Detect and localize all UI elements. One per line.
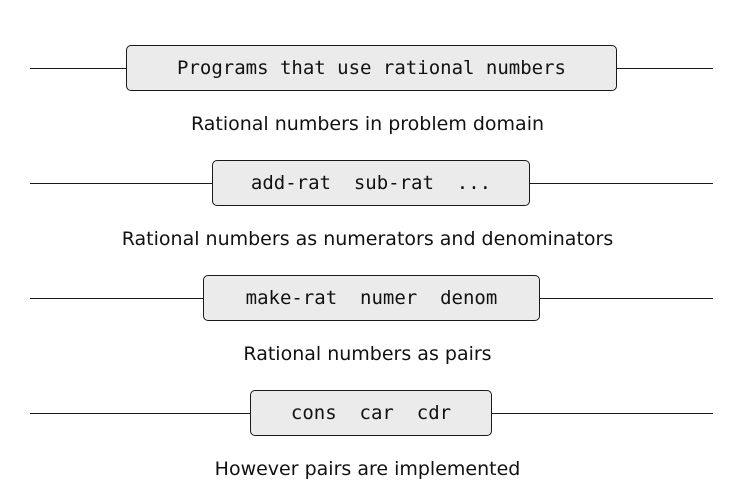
layer-caption: Rational numbers in problem domain xyxy=(190,113,545,135)
procedure-box: make-rat numer denom xyxy=(203,275,540,321)
layer-caption: Rational numbers as pairs xyxy=(243,343,492,365)
procedure-box: cons car cdr xyxy=(250,390,492,436)
layer-caption: However pairs are implemented xyxy=(214,458,521,480)
procedure-box: add-rat sub-rat ... xyxy=(212,160,530,206)
procedure-box: Programs that use rational numbers xyxy=(126,45,617,91)
layer-caption: Rational numbers as numerators and denom… xyxy=(121,228,614,250)
